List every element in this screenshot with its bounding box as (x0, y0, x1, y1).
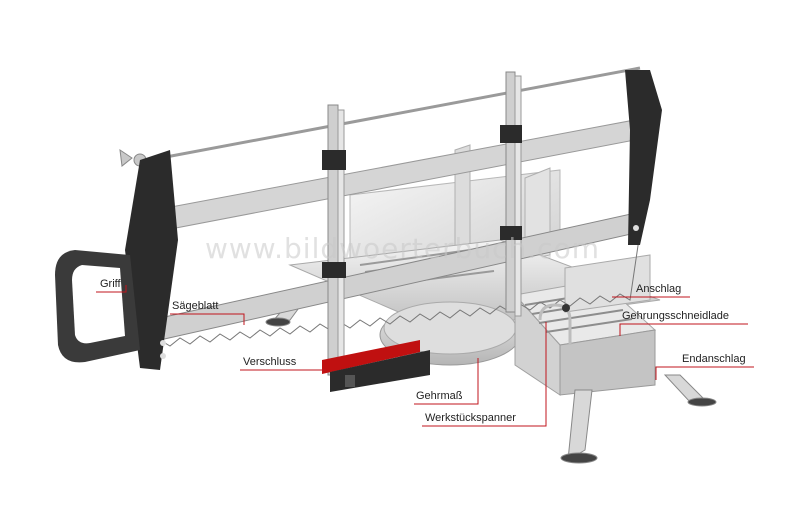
label-saegeblatt: Sägeblatt (172, 300, 219, 312)
label-werkstueckspanner: Werkstückspanner (425, 412, 516, 424)
lock-mechanism (322, 340, 430, 392)
label-endanschlag: Endanschlag (682, 353, 746, 365)
handle (55, 250, 140, 363)
watermark: www.bildwoerterbuch.com (205, 232, 600, 265)
legs (265, 289, 717, 464)
label-gehrmass: Gehrmaß (416, 390, 463, 402)
right-frame-end (625, 70, 662, 245)
leader-lines (96, 285, 754, 427)
workpiece-clamp (538, 303, 572, 345)
label-verschluss: Verschluss (243, 356, 297, 368)
label-gehrungsschneidlade: Gehrungsschneidlade (622, 310, 730, 322)
left-frame-end (125, 150, 178, 370)
label-griff: Griff (100, 278, 121, 290)
guide-posts (322, 71, 522, 381)
label-anschlag: Anschlag (636, 283, 682, 295)
